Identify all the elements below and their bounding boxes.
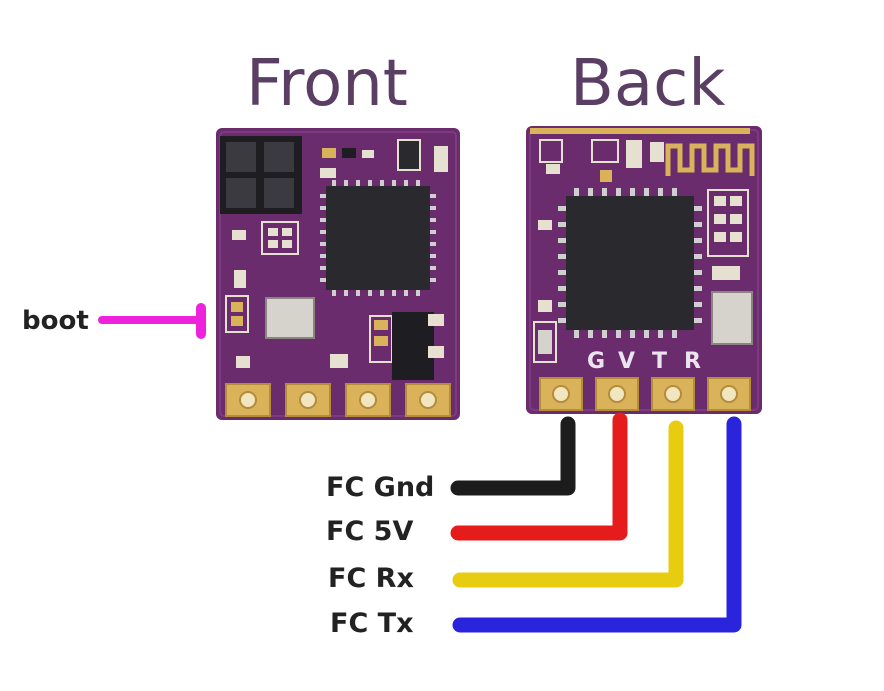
back-pads xyxy=(539,377,751,411)
fc-rx-label: FC Rx xyxy=(328,563,414,594)
back-heading: Back xyxy=(570,47,726,121)
fc-gnd-label: FC Gnd xyxy=(326,472,435,503)
front-main-chip xyxy=(326,186,430,290)
wires xyxy=(450,412,742,633)
back-pin-letters: G V T R xyxy=(587,349,701,374)
front-pads xyxy=(225,383,451,417)
pin-letter-v: V xyxy=(618,349,635,374)
fc-5v-label: FC 5V xyxy=(326,516,414,547)
trace-antenna xyxy=(665,143,755,176)
back-board: G V T R xyxy=(526,126,762,414)
front-heading: Front xyxy=(246,47,408,121)
pin-letter-r: R xyxy=(684,349,701,374)
pin-letter-g: G xyxy=(587,349,605,374)
front-board xyxy=(216,128,460,420)
boot-pointer xyxy=(98,303,206,339)
back-main-chip xyxy=(566,196,694,330)
wire-fc-gnd xyxy=(450,416,576,496)
wire-fc-tx xyxy=(452,416,742,633)
wire-fc-rx xyxy=(452,420,684,588)
crystal xyxy=(265,297,315,339)
back-crystal xyxy=(711,291,753,345)
wire-fc-5v xyxy=(450,412,628,541)
fc-tx-label: FC Tx xyxy=(330,608,414,639)
regulator xyxy=(392,312,434,380)
pin-letter-t: T xyxy=(652,349,667,374)
boot-label: boot xyxy=(22,306,89,336)
